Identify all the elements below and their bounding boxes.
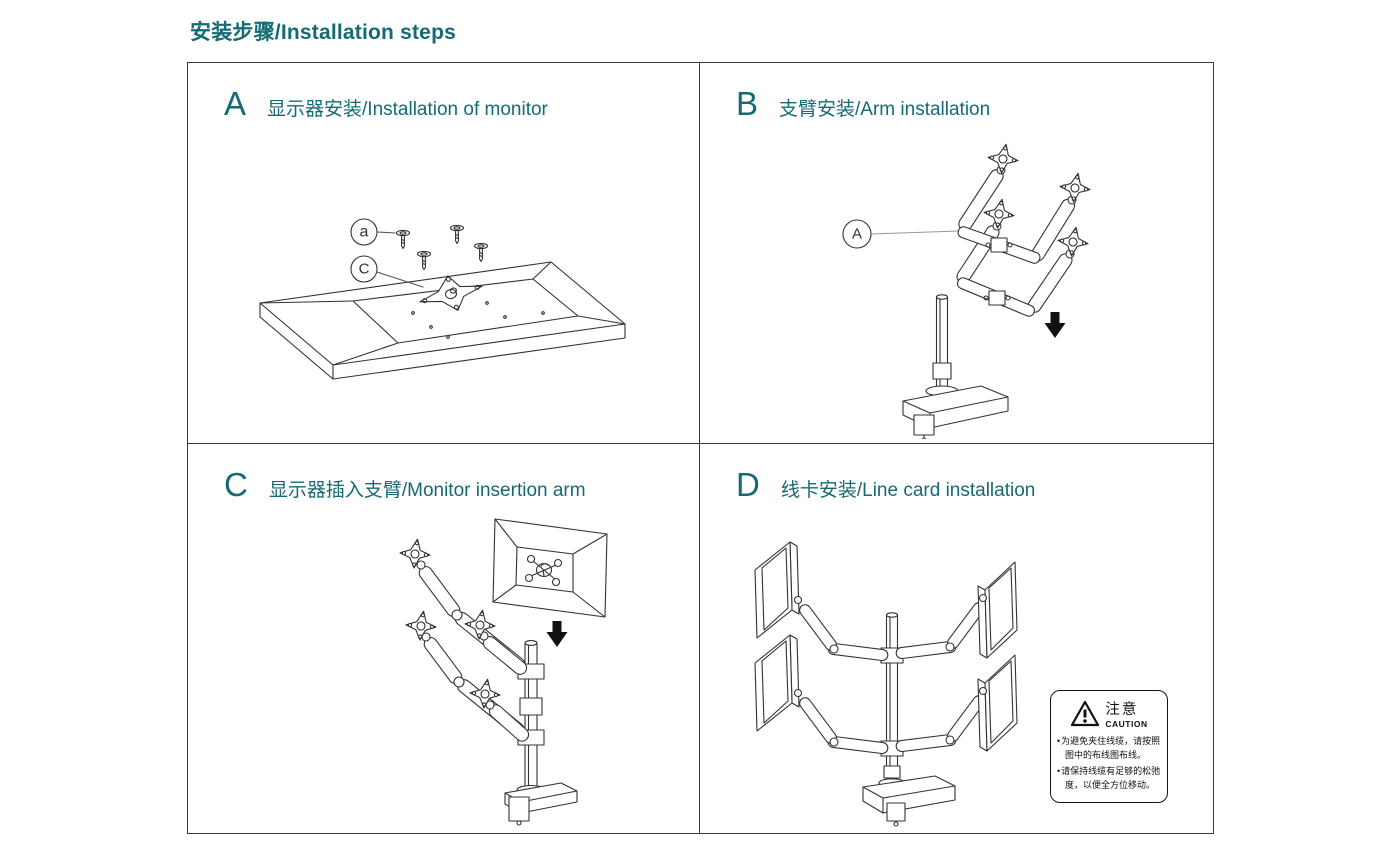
callout-c-label: C [359,261,370,278]
callout-a-circle [842,219,872,249]
panel-d-letter: D [736,466,760,503]
quick-release-plate [524,554,563,587]
page-title: 安装步骤/Installation steps [190,21,456,44]
installation-steps-grid: A 显示器安装/Installation of monitor [187,62,1214,834]
caution-body: 为避免夹住线缆，请按照图中的布线图布线。 请保持线缆有足够的松弛度，以便全方位移… [1057,735,1161,793]
monitor-facedown-isometric-drawing: a C [259,218,626,380]
down-arrow-icon [1043,311,1067,339]
monitors [754,541,1018,752]
monitor-slab [259,261,626,380]
panel-b-letter: B [736,85,759,122]
full-assembly-drawing [754,541,1018,827]
warning-triangle-icon [1071,700,1100,727]
panel-d-line-card-installation: D 线卡安装/Line card installation [700,444,1213,833]
caution-bullet: 请保持线缆有足够的松弛度，以便全方位移动。 [1057,765,1161,793]
panel-b-caption: 支臂安装/Arm installation [779,99,991,120]
callout-leader-line [870,230,960,235]
caution-title-zh: 注意 [1105,702,1139,718]
panel-c-caption: 显示器插入支臂/Monitor insertion arm [268,480,586,501]
ball-joints [793,593,988,698]
panel-c-letter: C [224,466,248,503]
callout-arm-label: A [852,226,862,243]
panel-d-caption: 线卡安装/Line card installation [780,480,1036,501]
callout-a-screw [350,218,396,246]
caution-bullet: 为避免夹住线缆，请按照图中的布线图布线。 [1057,735,1161,763]
caution-header: 注意 CAUTION [1057,698,1161,729]
panel-b-arm-installation: B 支臂安装/Arm installation [700,63,1213,444]
panel-b-header: B 支臂安装/Arm installation [736,87,990,121]
panel-a-monitor-installation: A 显示器安装/Installation of monitor [188,63,700,444]
crossbars-and-hub [956,226,1041,317]
panel-c-header: C 显示器插入支臂/Monitor insertion arm [224,468,586,502]
gas-spring-arms [799,602,985,755]
screws [395,224,489,271]
callout-a-label: a [360,224,369,241]
monitor-back-inset [492,518,608,618]
arm-assembly-drawing: A [842,140,1094,439]
vesa-plate [419,275,483,311]
panel-a-caption: 显示器安装/Installation of monitor [267,99,548,120]
caution-box: 注意 CAUTION 为避免夹住线缆，请按照图中的布线图布线。 请保持线缆有足够… [1050,690,1168,803]
panel-d-header: D 线卡安装/Line card installation [736,468,1035,502]
down-arrow-icon [545,620,569,648]
caution-title-en: CAUTION [1105,719,1148,729]
panel-c-monitor-insertion: C 显示器插入支臂/Monitor insertion arm [188,444,700,833]
vesa-heads [397,536,503,711]
pole-and-clamp-base [902,294,1009,439]
monitor-insertion-drawing [397,518,608,826]
panel-a-letter: A [224,85,247,122]
callout-c-plate [350,255,424,288]
panel-a-header: A 显示器安装/Installation of monitor [224,87,548,121]
